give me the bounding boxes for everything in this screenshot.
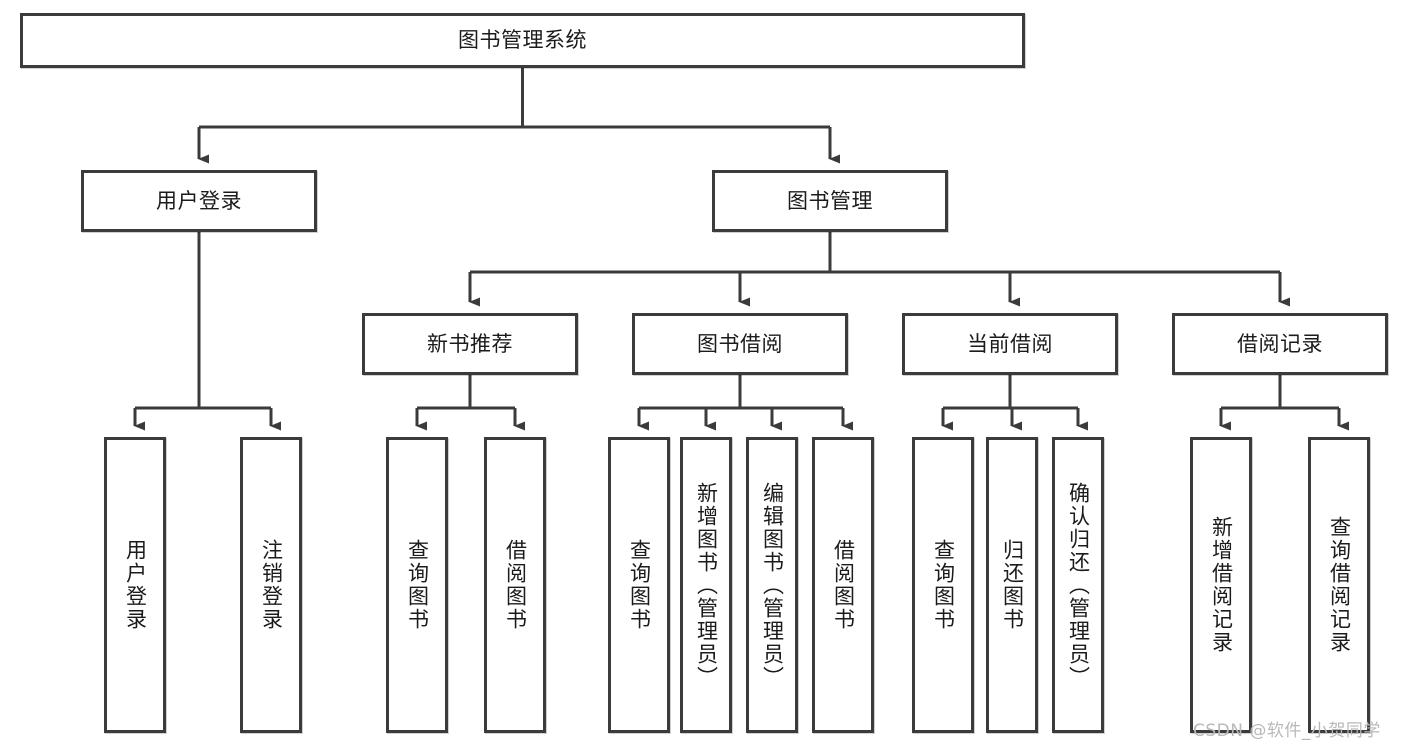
- node-root[interactable]: 图书管理系统: [20, 13, 1025, 68]
- node-label: 确认归还（管理员）: [1066, 481, 1091, 689]
- node-current-borrow[interactable]: 当前借阅: [902, 313, 1118, 375]
- node-label: 查询图书: [931, 539, 956, 631]
- node-label: 图书管理系统: [458, 28, 587, 53]
- node-leaf-add-record[interactable]: 新增借阅记录: [1190, 437, 1252, 733]
- node-label: 归还图书: [1000, 539, 1025, 631]
- node-label: 查询借阅记录: [1327, 516, 1352, 654]
- node-label: 借阅图书: [503, 539, 528, 631]
- node-label: 借阅图书: [831, 539, 856, 631]
- node-label: 编辑图书（管理员）: [760, 481, 785, 689]
- node-label: 图书管理: [787, 188, 873, 213]
- node-leaf-user-logout[interactable]: 注销登录: [240, 437, 302, 733]
- node-leaf-borrow-book-rec[interactable]: 借阅图书: [484, 437, 546, 733]
- node-leaf-edit-book[interactable]: 编辑图书（管理员）: [746, 437, 798, 733]
- node-label: 用户登录: [123, 539, 148, 631]
- csdn-watermark: CSDN @软件_小贺同学: [1193, 721, 1381, 741]
- node-label: 图书借阅: [697, 331, 783, 356]
- node-leaf-query-book-borrow[interactable]: 查询图书: [608, 437, 670, 733]
- node-new-book-rec[interactable]: 新书推荐: [362, 313, 578, 375]
- node-leaf-user-login[interactable]: 用户登录: [104, 437, 166, 733]
- node-book-manage[interactable]: 图书管理: [712, 170, 948, 232]
- node-label: 查询图书: [627, 539, 652, 631]
- node-leaf-query-book-rec[interactable]: 查询图书: [386, 437, 448, 733]
- node-leaf-query-book-cur[interactable]: 查询图书: [912, 437, 974, 733]
- node-leaf-confirm-return[interactable]: 确认归还（管理员）: [1052, 437, 1104, 733]
- node-leaf-borrow-book[interactable]: 借阅图书: [812, 437, 874, 733]
- node-leaf-query-record[interactable]: 查询借阅记录: [1308, 437, 1370, 733]
- node-label: 新书推荐: [427, 331, 513, 356]
- node-label: 新增图书（管理员）: [694, 481, 719, 689]
- node-user-login[interactable]: 用户登录: [81, 170, 317, 232]
- node-label: 注销登录: [259, 539, 284, 631]
- node-label: 当前借阅: [967, 331, 1053, 356]
- node-leaf-return-book[interactable]: 归还图书: [986, 437, 1038, 733]
- node-label: 查询图书: [405, 539, 430, 631]
- node-label: 用户登录: [156, 188, 242, 213]
- node-book-borrow[interactable]: 图书借阅: [632, 313, 848, 375]
- node-label: 借阅记录: [1237, 331, 1323, 356]
- node-label: 新增借阅记录: [1209, 516, 1234, 654]
- node-borrow-record[interactable]: 借阅记录: [1172, 313, 1388, 375]
- node-leaf-add-book[interactable]: 新增图书（管理员）: [680, 437, 732, 733]
